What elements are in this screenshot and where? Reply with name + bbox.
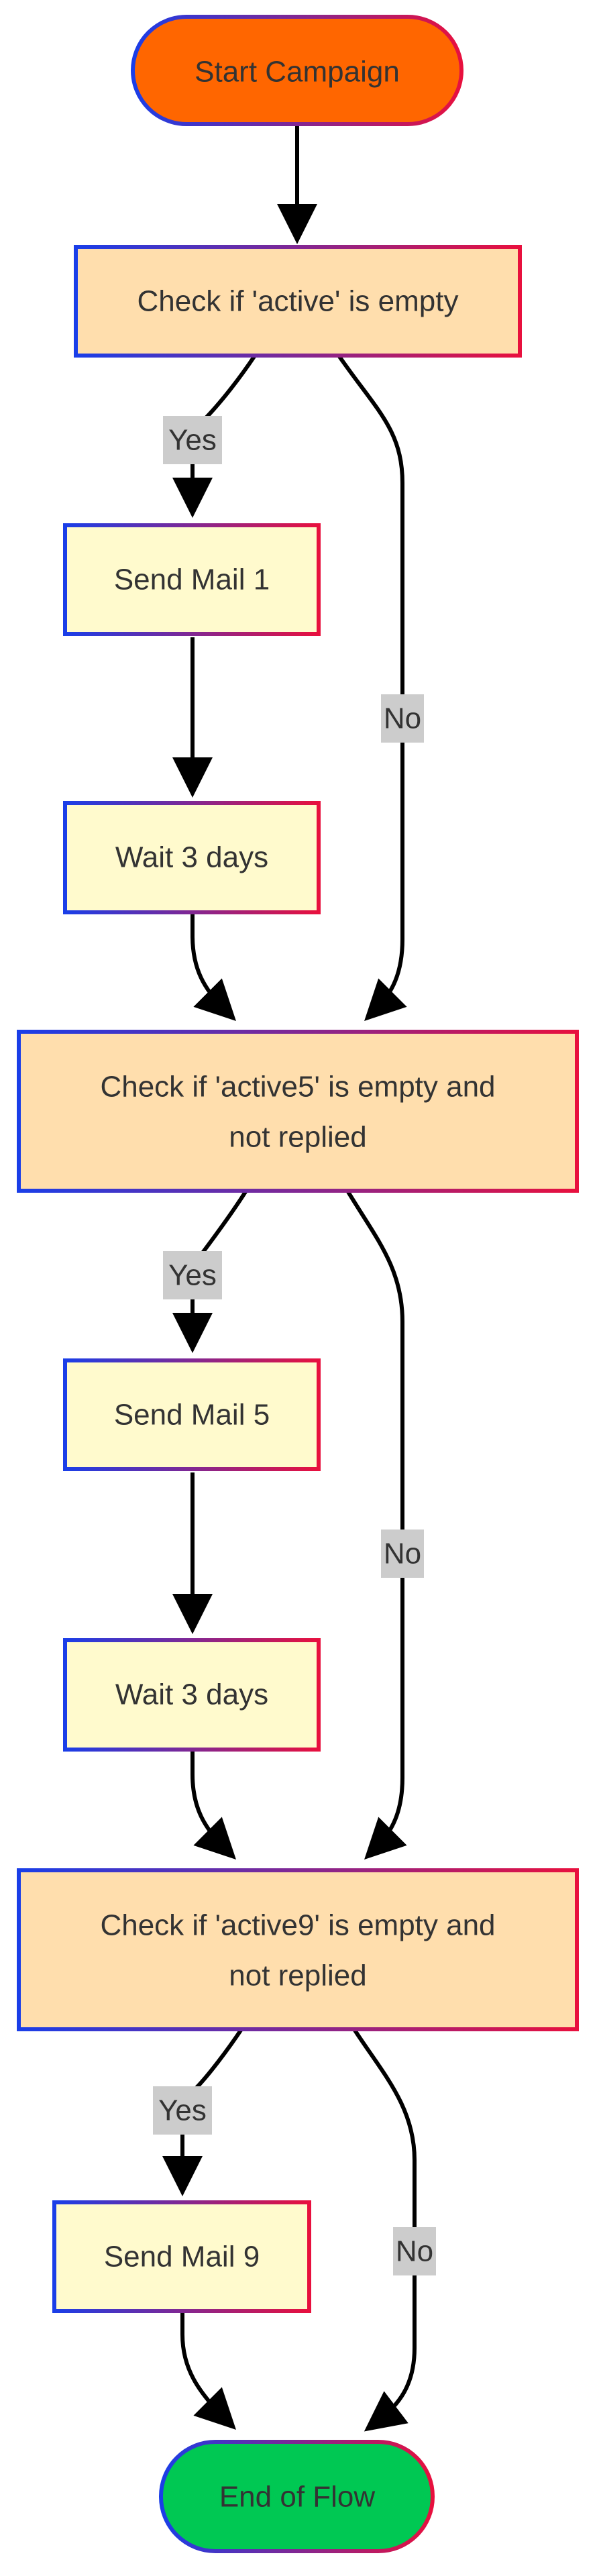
edge-wait-1-to-check-active5 [190, 912, 236, 1021]
edge-label-no-1: No [381, 694, 424, 743]
edge-check-active9-no [352, 2028, 417, 2432]
svg-text:End of Flow: End of Flow [219, 2481, 376, 2514]
node-send-mail-1: Send Mail 1 [63, 523, 321, 636]
edge-label-yes-2: Yes [163, 1251, 222, 1299]
node-wait-2: Wait 3 days [63, 1638, 321, 1752]
edge-send-mail-9-to-end [180, 2311, 236, 2430]
edge-check-active5-no [345, 1189, 407, 1860]
svg-text:Check if 'active' is empty: Check if 'active' is empty [138, 285, 459, 318]
svg-text:not replied: not replied [229, 1121, 366, 1154]
svg-text:Yes: Yes [168, 1259, 217, 1292]
svg-text:Start Campaign: Start Campaign [195, 56, 400, 89]
svg-text:No: No [384, 1538, 421, 1570]
edge-label-yes-1: Yes [163, 416, 222, 464]
edge-check-active-no [337, 354, 407, 1021]
node-start-campaign: Start Campaign [131, 15, 463, 126]
svg-text:not replied: not replied [229, 1960, 366, 1992]
svg-text:Check if 'active9' is empty an: Check if 'active9' is empty and [100, 1909, 495, 1942]
edge-label-yes-3: Yes [153, 2086, 212, 2135]
edge-wait-2-to-check-active9 [190, 1751, 236, 1860]
svg-text:Wait 3 days: Wait 3 days [115, 841, 268, 874]
node-send-mail-9: Send Mail 9 [52, 2200, 311, 2313]
node-check-active: Check if 'active' is empty [74, 245, 522, 358]
svg-text:No: No [396, 2235, 433, 2268]
node-send-mail-5: Send Mail 5 [63, 1358, 321, 1471]
edge-label-no-3: No [393, 2227, 436, 2275]
svg-text:No: No [384, 702, 421, 735]
svg-text:Send Mail 5: Send Mail 5 [114, 1399, 270, 1432]
node-wait-1: Wait 3 days [63, 801, 321, 914]
svg-text:Send Mail 9: Send Mail 9 [104, 2241, 260, 2273]
svg-text:Send Mail 1: Send Mail 1 [114, 564, 270, 596]
node-end-of-flow: End of Flow [159, 2440, 435, 2553]
node-check-active5: Check if 'active5' is empty and not repl… [17, 1030, 579, 1193]
svg-text:Yes: Yes [168, 424, 217, 457]
svg-text:Check if 'active5' is empty an: Check if 'active5' is empty and [100, 1071, 495, 1104]
edge-label-no-2: No [381, 1529, 424, 1578]
node-check-active9: Check if 'active9' is empty and not repl… [17, 1868, 579, 2031]
svg-text:Wait 3 days: Wait 3 days [115, 1678, 268, 1711]
svg-text:Yes: Yes [158, 2094, 207, 2127]
